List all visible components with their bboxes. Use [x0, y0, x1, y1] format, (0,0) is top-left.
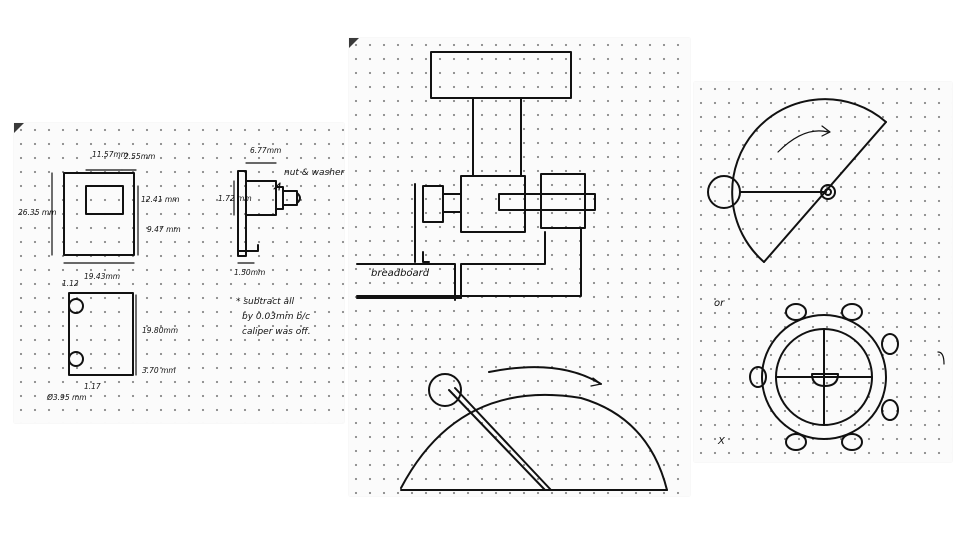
frame-right-leg: [356, 227, 582, 297]
gear-outer-ring: [761, 314, 887, 440]
arc-guide: [488, 366, 602, 385]
label-hole-diameter: Ø3.95 mm: [46, 393, 87, 402]
label-width-total: 19.43mm: [84, 272, 120, 281]
gear-tooth-2: [841, 303, 863, 321]
middle-sheet-drawings: breadboard: [356, 51, 668, 491]
pin-tip: [296, 192, 301, 204]
right-rail: [498, 193, 596, 211]
pin-plate: [237, 170, 247, 257]
label-width-small: 2.55mm: [124, 152, 155, 161]
dial-arrow-arc: [777, 130, 829, 153]
dial-arrow-head: [821, 125, 831, 137]
post-foot: [422, 251, 430, 263]
gear-tooth-1: [785, 303, 807, 321]
label-side-bottom: 3.70 mm: [142, 366, 176, 375]
label-width-inner: 11.57mm: [92, 150, 128, 159]
dial-arc: [731, 98, 887, 263]
knob-shaft: [442, 193, 462, 213]
left-sheet-drawings: 11.57mm 2.55mm 26.35 mm 12.41 mm 9.47 mm…: [18, 146, 345, 402]
dial-knob: [707, 175, 741, 209]
frame-left-leg: [460, 231, 546, 299]
dial-pivot-outer: [820, 184, 836, 200]
arc-outer: [400, 394, 668, 491]
label-pin-width: 6.77mm: [250, 146, 281, 155]
mount-hole-top: [68, 298, 84, 314]
label-height-total: 26.35 mm: [18, 208, 56, 217]
gear-tooth-6: [785, 433, 807, 451]
gear-hub: [811, 373, 839, 387]
reject-mark: X: [717, 436, 726, 447]
knob-body: [422, 185, 444, 223]
right-sheet-drawings: or X: [707, 98, 945, 451]
dial-pivot-inner: [824, 188, 832, 196]
mount-hole-bottom: [68, 351, 84, 367]
housing-window: [85, 185, 124, 215]
label-height-lower: 9.47 mm: [147, 225, 181, 234]
pin-base-leg: [237, 244, 259, 252]
handle-bar: [430, 51, 572, 99]
pivot-ball: [428, 373, 462, 407]
label-pin-base: 1.50mm: [234, 268, 265, 277]
sketch-sheet-left: 11.57mm 2.55mm 26.35 mm 12.41 mm 9.47 mm…: [14, 123, 345, 423]
sketch-sheet-middle: breadboard: [349, 38, 690, 496]
edge-tick: [937, 351, 945, 365]
note-line-2: by 0.03mm b/c: [242, 312, 310, 322]
label-height-window: 12.41 mm: [141, 195, 179, 204]
arc-arrow: [590, 377, 602, 387]
label-pin-height: 1.72 mm: [218, 194, 252, 203]
housing-front-outline: [63, 172, 135, 256]
gear-tooth-3: [881, 333, 899, 355]
gear-tooth-5: [841, 433, 863, 451]
callout-arrow: [273, 182, 281, 191]
gear-tooth-7: [749, 366, 767, 388]
sheet-corner-fold: [14, 123, 24, 133]
lever-arm-front: [448, 389, 546, 491]
label-side-top: 1.12: [62, 279, 79, 288]
note-line-3: caliper was off.: [242, 327, 311, 337]
gear-tooth-4: [881, 399, 899, 421]
label-side-offset: 1.17: [84, 382, 101, 391]
note-line-1: * subtract all: [236, 297, 295, 307]
lever-arm-back: [454, 387, 552, 491]
housing-side-outline: [68, 292, 134, 376]
sheet-corner-fold: [349, 38, 359, 48]
breadboard-outline: [356, 263, 456, 301]
central-block: [460, 175, 526, 233]
label-or: or: [714, 298, 725, 309]
right-bracket: [540, 173, 586, 229]
washer-outline: [282, 190, 298, 206]
label-breadboard: breadboard: [371, 268, 430, 279]
callout-nut-washer: nut & washer: [284, 168, 345, 178]
sketch-sheet-right: or X: [694, 82, 952, 462]
label-side-height: 19.80mm: [142, 326, 178, 335]
